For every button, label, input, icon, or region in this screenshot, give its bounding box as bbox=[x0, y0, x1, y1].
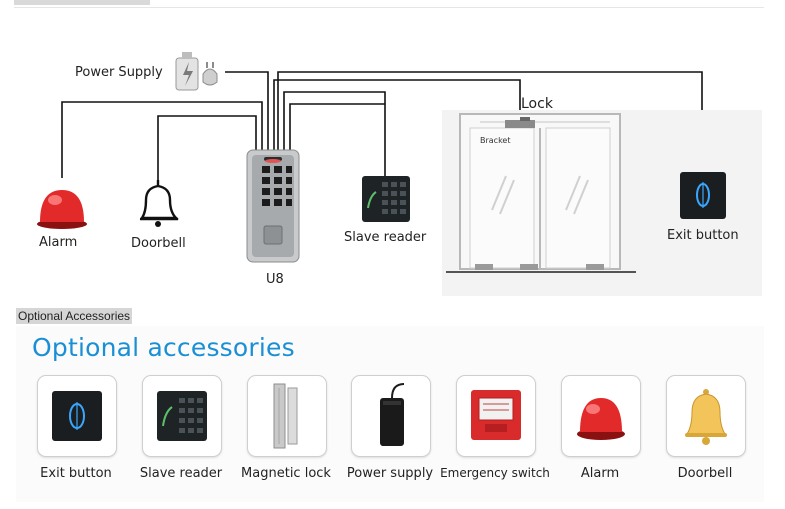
top-tab-strip bbox=[14, 0, 150, 5]
lock-wire bbox=[273, 79, 521, 152]
slave-reader-icon bbox=[362, 176, 410, 222]
slave-reader-wire bbox=[283, 91, 386, 176]
slave-reader-wire-2 bbox=[289, 103, 385, 152]
magnetic-lock-icon bbox=[273, 383, 298, 449]
accessories-title: Optional accessories bbox=[32, 333, 295, 362]
power-supply-icon bbox=[175, 52, 218, 91]
controller-u8-icon bbox=[246, 149, 300, 263]
wiring-diagram bbox=[37, 52, 762, 296]
exit-button-device-icon bbox=[680, 172, 726, 219]
keypad-reader-icon bbox=[157, 391, 207, 441]
accessory-card-magnetic-lock bbox=[247, 375, 327, 457]
accessory-caption: Slave reader bbox=[139, 466, 223, 481]
alarm-label: Alarm bbox=[39, 235, 78, 250]
accessory-card-doorbell bbox=[666, 375, 746, 457]
doorbell-label: Doorbell bbox=[131, 236, 186, 251]
power-adapter-icon bbox=[380, 383, 405, 446]
section-tag: Optional Accessories bbox=[16, 308, 133, 324]
doorbell-wire bbox=[157, 115, 257, 180]
controller-label: U8 bbox=[266, 272, 284, 287]
doorbell-icon bbox=[139, 180, 179, 227]
emergency-switch-icon bbox=[471, 390, 521, 440]
glass-door-icon bbox=[442, 110, 762, 296]
accessory-caption: Exit button bbox=[40, 466, 112, 481]
lock-label: Lock bbox=[521, 96, 553, 112]
top-divider bbox=[14, 7, 764, 8]
power-wire bbox=[225, 71, 269, 152]
exit-button-label: Exit button bbox=[667, 228, 739, 243]
accessory-caption: Magnetic lock bbox=[241, 466, 331, 481]
accessory-card-emergency-switch bbox=[456, 375, 536, 457]
alarm-wire bbox=[61, 101, 263, 178]
accessory-card-alarm bbox=[561, 375, 641, 457]
power-supply-label: Power Supply bbox=[75, 65, 163, 80]
accessory-caption: Power supply bbox=[346, 466, 434, 481]
bracket-label: Bracket bbox=[480, 136, 511, 145]
accessory-caption: Emergency switch bbox=[440, 466, 550, 480]
accessory-card-power-supply bbox=[351, 375, 431, 457]
accessory-card-slave-reader bbox=[142, 375, 222, 457]
alarm-siren-icon bbox=[37, 190, 87, 229]
bell-icon bbox=[685, 389, 727, 445]
accessory-caption: Alarm bbox=[580, 466, 620, 481]
slave-reader-label: Slave reader bbox=[344, 230, 427, 245]
exit-button-icon bbox=[52, 391, 102, 441]
siren-icon bbox=[577, 398, 625, 440]
accessory-card-exit-button bbox=[37, 375, 117, 457]
accessory-caption: Doorbell bbox=[677, 466, 733, 481]
